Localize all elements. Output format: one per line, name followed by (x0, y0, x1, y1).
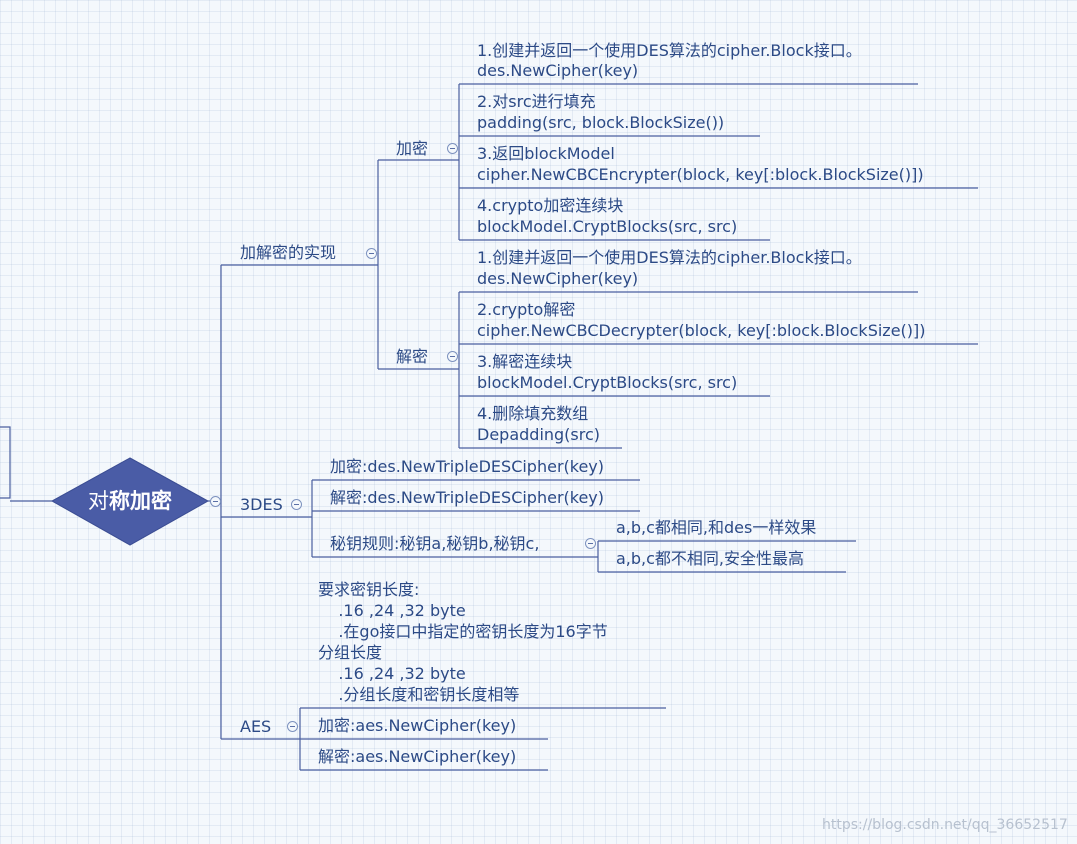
tdes-encrypt[interactable]: 加密:des.NewTripleDESCipher(key) (330, 457, 605, 476)
tdes-rule-same[interactable]: a,b,c都相同,和des一样效果 (616, 518, 817, 537)
aes-encrypt[interactable]: 加密:aes.NewCipher(key) (318, 716, 517, 735)
encrypt-step-3-line2[interactable]: cipher.NewCBCEncrypter(block, key[:block… (477, 165, 924, 184)
root-label-prefix: 对 (88, 489, 109, 513)
root-node-shape (50, 457, 210, 546)
root-node[interactable]: 对称加密 (52, 486, 208, 516)
decrypt-step-3-line1[interactable]: 3.解密连续块 (477, 352, 573, 371)
tdes-key-rule[interactable]: 秘钥规则:秘钥a,秘钥b,秘钥c, (330, 534, 540, 553)
decrypt-step-1-line2[interactable]: des.NewCipher(key) (477, 269, 639, 288)
node-3des[interactable]: 3DES (240, 495, 283, 514)
encrypt-step-2-line2[interactable]: padding(src, block.BlockSize()) (477, 113, 725, 132)
collapse-toggle-icon[interactable] (447, 143, 458, 154)
encrypt-step-1-line2[interactable]: des.NewCipher(key) (477, 61, 639, 80)
collapse-toggle-icon[interactable] (585, 538, 596, 549)
decrypt-step-2-line1[interactable]: 2.crypto解密 (477, 300, 576, 319)
decrypt-step-3-line2[interactable]: blockModel.CryptBlocks(src, src) (477, 373, 738, 392)
decrypt-step-1-line1[interactable]: 1.创建并返回一个使用DES算法的cipher.Block接口。 (477, 248, 862, 267)
encrypt-step-4-line1[interactable]: 4.crypto加密连续块 (477, 196, 624, 215)
encrypt-step-2-line1[interactable]: 2.对src进行填充 (477, 92, 596, 111)
decrypt-step-4-line1[interactable]: 4.删除填充数组 (477, 404, 589, 423)
collapse-toggle-icon[interactable] (447, 351, 458, 362)
collapse-toggle-icon[interactable] (210, 496, 221, 507)
root-label-bold: 称加密 (109, 489, 172, 513)
node-aes[interactable]: AES (240, 717, 272, 736)
aes-note-4: 分组长度 (318, 643, 383, 662)
aes-decrypt[interactable]: 解密:aes.NewCipher(key) (318, 747, 517, 766)
aes-note-6: .分组长度和密钥长度相等 (318, 685, 520, 704)
aes-note-2: .16 ,24 ,32 byte (318, 601, 466, 620)
aes-note-5: .16 ,24 ,32 byte (318, 664, 466, 683)
node-decrypt[interactable]: 解密 (396, 347, 429, 366)
aes-note-1: 要求密钥长度: (318, 580, 420, 599)
node-impl[interactable]: 加解密的实现 (240, 243, 337, 262)
watermark: https://blog.csdn.net/qq_36652517 (822, 817, 1068, 833)
collapse-toggle-icon[interactable] (287, 721, 298, 732)
tdes-decrypt[interactable]: 解密:des.NewTripleDESCipher(key) (330, 488, 605, 507)
collapse-toggle-icon[interactable] (366, 248, 377, 259)
encrypt-step-1-line1[interactable]: 1.创建并返回一个使用DES算法的cipher.Block接口。 (477, 41, 862, 60)
node-encrypt[interactable]: 加密 (396, 139, 429, 158)
collapse-toggle-icon[interactable] (291, 499, 302, 510)
tdes-rule-different[interactable]: a,b,c都不相同,安全性最高 (616, 549, 805, 568)
encrypt-step-4-line2[interactable]: blockModel.CryptBlocks(src, src) (477, 217, 738, 236)
encrypt-step-3-line1[interactable]: 3.返回blockModel (477, 144, 615, 163)
decrypt-step-2-line2[interactable]: cipher.NewCBCDecrypter(block, key[:block… (477, 321, 926, 340)
decrypt-step-4-line2[interactable]: Depadding(src) (477, 425, 601, 444)
aes-note-3: .在go接口中指定的密钥长度为16字节 (318, 622, 608, 641)
